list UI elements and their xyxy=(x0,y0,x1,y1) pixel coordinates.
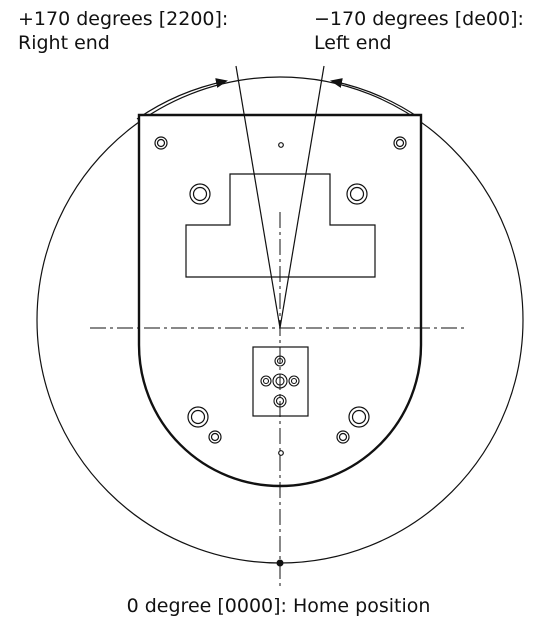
right-end-angle: +170 degrees [2200]: xyxy=(18,8,229,30)
right-end-name: Right end xyxy=(18,32,110,54)
right-end-line xyxy=(235,65,281,329)
left-end-line xyxy=(279,65,325,329)
corner-holes xyxy=(154,136,407,456)
right-end-label: +170 degrees [2200]: Right end xyxy=(18,7,228,55)
left-end-angle: −170 degrees [de00]: xyxy=(314,8,524,30)
t-shaped-plate xyxy=(185,173,376,278)
left-end-name: Left end xyxy=(314,32,392,54)
home-position-dot xyxy=(276,559,284,567)
left-end-label: −170 degrees [de00]: Left end xyxy=(314,7,524,55)
home-position-label: 0 degree [0000]: Home position xyxy=(126,595,431,617)
